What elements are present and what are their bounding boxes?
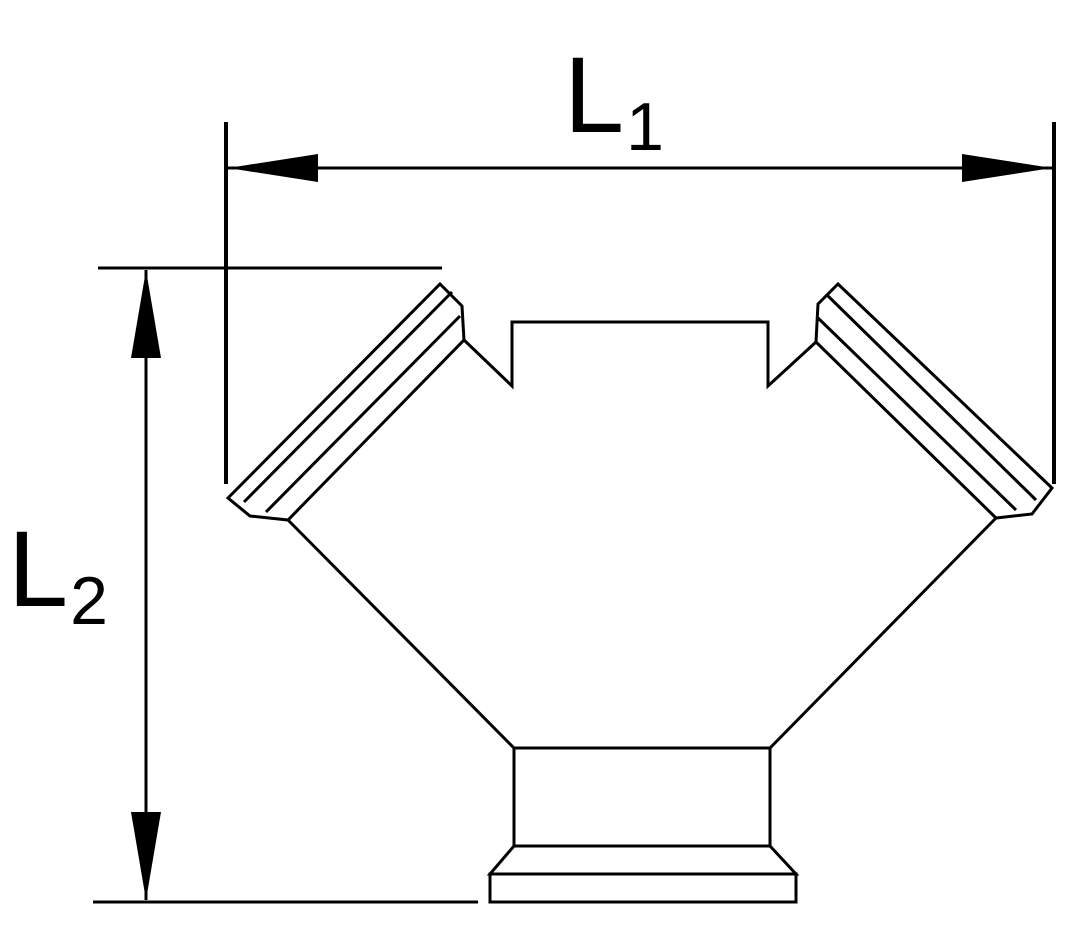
l2-arrowhead-top [131, 270, 161, 358]
dimension-l2: L2 [8, 266, 478, 904]
left-flange-ring-2 [264, 314, 462, 514]
bottom-neck [512, 746, 772, 848]
bottom-flange [486, 844, 800, 904]
l2-label-main: L [8, 508, 68, 629]
neck-outline [512, 746, 772, 848]
l2-label: L2 [8, 508, 108, 639]
left-flange-ring-1 [242, 290, 454, 504]
right-branch-flange [814, 281, 1055, 520]
right-flange-ring-1 [824, 292, 1038, 502]
l2-arrowhead-bottom [131, 812, 161, 900]
body-right-side [768, 516, 998, 750]
l1-arrowhead-right [962, 154, 1052, 182]
l1-arrowhead-left [228, 154, 318, 182]
y-fitting [225, 281, 1055, 904]
l1-label-subscript: 1 [626, 89, 664, 165]
body-top-profile [462, 320, 818, 390]
l2-label-subscript: 2 [70, 563, 108, 639]
l1-label-main: L [564, 34, 624, 155]
bottom-flange-ring [488, 872, 798, 904]
right-flange-ring-2 [816, 316, 1018, 512]
body-left-side [286, 518, 516, 750]
dimension-l1: L1 [224, 34, 1056, 484]
l1-label: L1 [564, 34, 664, 165]
left-flange-outline [225, 281, 466, 522]
left-branch-flange [225, 281, 466, 522]
bottom-flange-bevel [486, 844, 800, 876]
